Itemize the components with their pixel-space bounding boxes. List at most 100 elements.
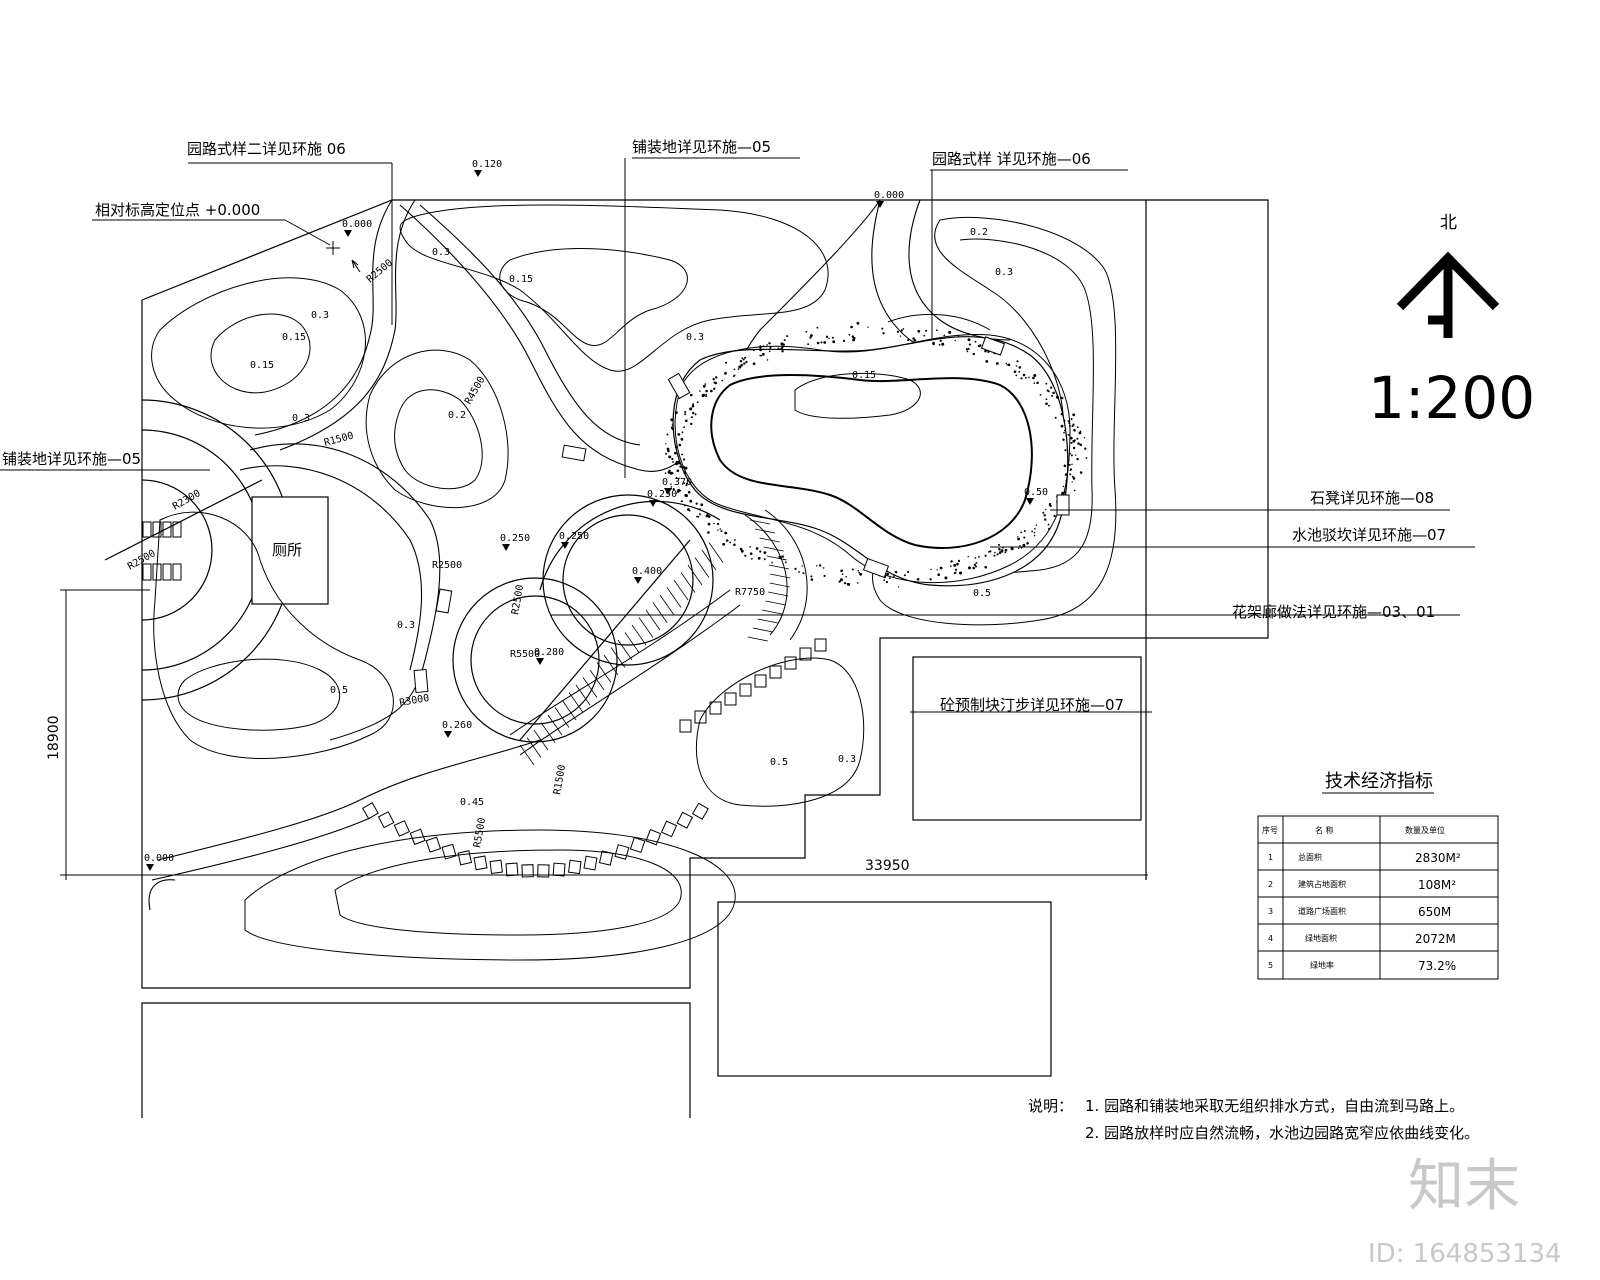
paving-dot [1048,404,1050,407]
paving-dot [1036,381,1039,385]
paving-dot [741,357,744,359]
paving-dot [1013,370,1017,374]
stepping-stone [409,828,426,846]
paving-dot [838,580,841,583]
paving-dot [691,404,695,408]
paving-dot [843,582,847,585]
scale-label: 1:200 [1368,364,1535,432]
paving-dot [974,557,977,559]
elevation-triangle [146,864,154,871]
paving-dot [1045,398,1048,401]
stepping-stone [552,862,566,877]
paving-dot [994,551,996,554]
paving-dot [939,566,943,570]
paving-dot [1063,419,1066,422]
watermark-logo: 知末 [1408,1154,1520,1219]
paving-dot [692,411,695,415]
stepping-stone [425,836,442,853]
paving-dot [922,340,925,342]
paving-dot [1071,481,1073,483]
paving-dot [719,528,722,530]
paving-dot [998,551,1002,554]
paving-dot [707,515,711,518]
stepping-stone [660,820,678,838]
paving-dot [818,564,822,567]
notes-line-1: 1. 园路和铺装地采取无组织排水方式，自由流到马路上。 [1085,1097,1464,1115]
paving-dot [930,568,932,570]
annotation-garden-path-style1: 园路式样 详见环施—06 [932,150,1091,168]
paving-dot [740,549,744,553]
paving-dot [810,578,814,581]
elevation-triangle [664,488,672,495]
paving-dot [1045,508,1047,511]
paving-dot [1043,514,1046,517]
elevation-triangle [474,170,482,177]
paving-dot [939,339,942,342]
contour-value: 0.5 [330,685,348,696]
paving-dot [1065,480,1067,482]
paving-dot [1017,536,1019,538]
paving-dot [749,552,753,555]
paving-dot [1025,377,1027,379]
paving-dot [744,356,747,359]
stepping-stone [694,710,707,724]
paving-dot [672,488,675,491]
paving-dot [825,335,829,338]
paving-dot [695,502,698,505]
pergola-slat [575,684,591,706]
paving-dot [1069,468,1073,471]
paving-dot [716,522,720,526]
table-cell: 3 [1268,907,1273,916]
paving-dot [713,381,716,384]
paving-dot [1072,423,1075,426]
paving-dot [681,431,684,434]
paving-dot [1034,528,1036,530]
pergola-slat [645,609,661,631]
paving-dot [725,539,729,542]
paving-dot [762,345,765,347]
paving-dot [898,586,900,588]
paving-dot [848,333,851,336]
stepping-stone [489,859,503,874]
paving-dot [781,555,784,558]
radius-value: R2300 [171,488,203,513]
contour-value: 0.3 [397,620,415,631]
paving-dot [1071,463,1073,465]
contour-value: 0.3 [292,413,310,424]
pergola-slat [568,692,584,713]
paving-dot [682,458,686,461]
stepping-stone [521,864,534,878]
circular-plazas [452,494,721,743]
annotation-relative-elevation: 相对标高定位点 +0.000 [95,201,260,219]
paving-dot [701,394,705,398]
paving-dot [1078,431,1082,435]
paving-dot [938,343,941,346]
paving-dot [755,547,759,550]
paving-dot [882,332,885,335]
elevation-value: 0.120 [472,159,502,170]
paving-dot [894,571,896,573]
paving-dot [670,418,674,422]
paving-dot [900,329,904,332]
pergola-slat [603,654,619,676]
pergola-slats [519,519,791,766]
paving-dot [684,413,687,416]
paving-dot [739,360,743,363]
paving-dot [842,339,846,342]
paving-dot [768,350,771,353]
paving-dot [823,341,827,344]
paving-dot [984,554,987,557]
annotation-garden-path-style2: 园路式样二详见环施 06 [187,140,346,158]
paving-dot [1061,396,1064,400]
paving-dot [988,551,990,553]
stepping-stone [377,811,395,829]
pergola-slat [708,542,724,563]
paving-dot [1020,531,1023,534]
adjacent-plots [141,656,1142,1118]
paving-dot [671,457,674,461]
pergola-slat [547,714,563,736]
tech-indicators-table: 技术经济指标 序号 名 称 数量及单位 1 总面积 2830M² 2 建筑占地面… [1257,771,1499,980]
paving-dot [1022,373,1026,377]
elevation-triangle [502,544,510,551]
